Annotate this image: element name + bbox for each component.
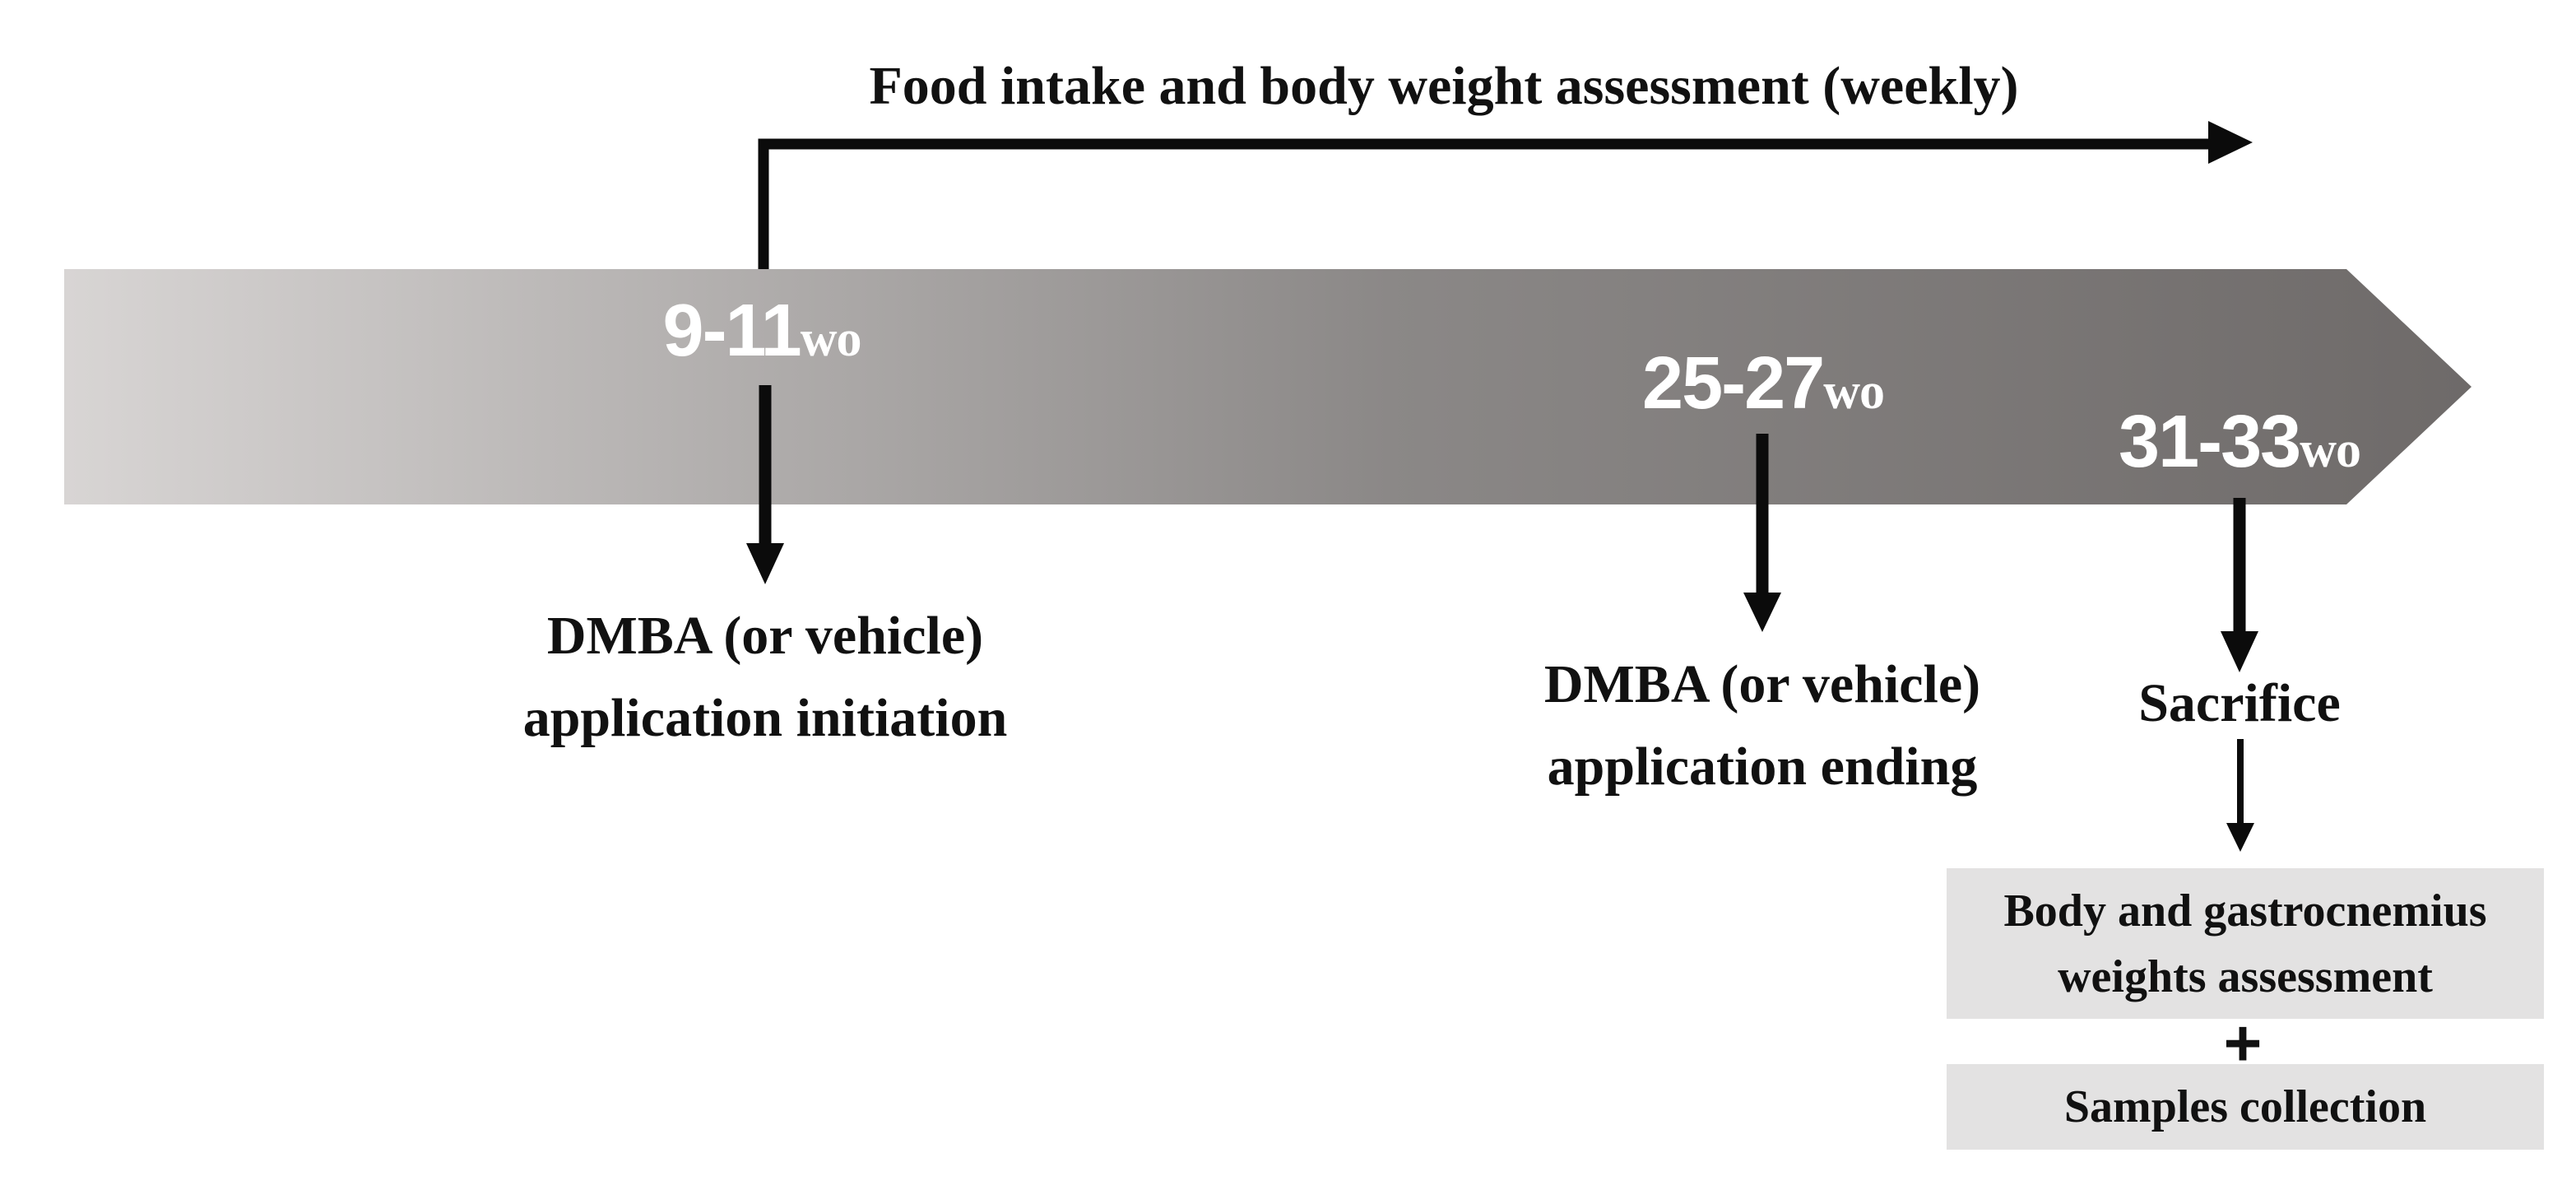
weekly-assessment-arrowhead-icon (2208, 121, 2253, 164)
timepoint1-weeks: 9-11 (662, 290, 802, 372)
timepoint2-week-label: 25-27wo (1642, 346, 1885, 442)
timepoint1-event-text: DMBA (or vehicle) application initiation (523, 595, 1008, 760)
timepoint3-event-text: Sacrifice (2138, 662, 2341, 745)
samples-collection-box: Samples collection (1947, 1064, 2544, 1150)
timepoint2-event-line1: DMBA (or vehicle) (1543, 654, 1981, 714)
timepoint2-weeks: 25-27 (1642, 342, 1825, 425)
weekly-assessment-arrow-line (758, 138, 2208, 269)
timepoint3-down-arrowhead-icon (2221, 631, 2258, 672)
sacrifice-label: Sacrifice (2138, 673, 2341, 733)
timepoint1-event-line2: application initiation (522, 688, 1008, 748)
samples-collection-line1: Samples collection (2063, 1081, 2427, 1132)
weights-assessment-line2: weights assessment (2058, 951, 2433, 1002)
timepoint3-week-label: 31-33wo (2119, 405, 2361, 500)
plus-sign: + (2223, 1006, 2263, 1080)
weekly-assessment-label: Food intake and body weight assessment (… (869, 56, 2019, 116)
timepoint3-weeks: 31-33 (2119, 401, 2301, 483)
timepoint3-unit: wo (2300, 422, 2361, 478)
timepoint2-unit: wo (1823, 364, 1885, 420)
timepoint2-event-line2: application ending (1547, 737, 1978, 797)
timepoint1-unit: wo (800, 311, 862, 367)
weights-assessment-box: Body and gastrocnemius weights assessmen… (1947, 868, 2544, 1019)
sacrifice-output-arrowhead-icon (2226, 823, 2254, 852)
timepoint2-event-text: DMBA (or vehicle) application ending (1544, 644, 1980, 808)
timepoint1-week-label: 9-11wo (663, 294, 862, 389)
timepoint2-down-arrowhead-icon (1743, 593, 1781, 632)
weights-assessment-line1: Body and gastrocnemius (2003, 885, 2487, 937)
timeline-band-arrow (64, 269, 2472, 504)
timepoint1-down-arrowhead-icon (746, 543, 784, 584)
timepoint1-event-line1: DMBA (or vehicle) (546, 606, 984, 666)
